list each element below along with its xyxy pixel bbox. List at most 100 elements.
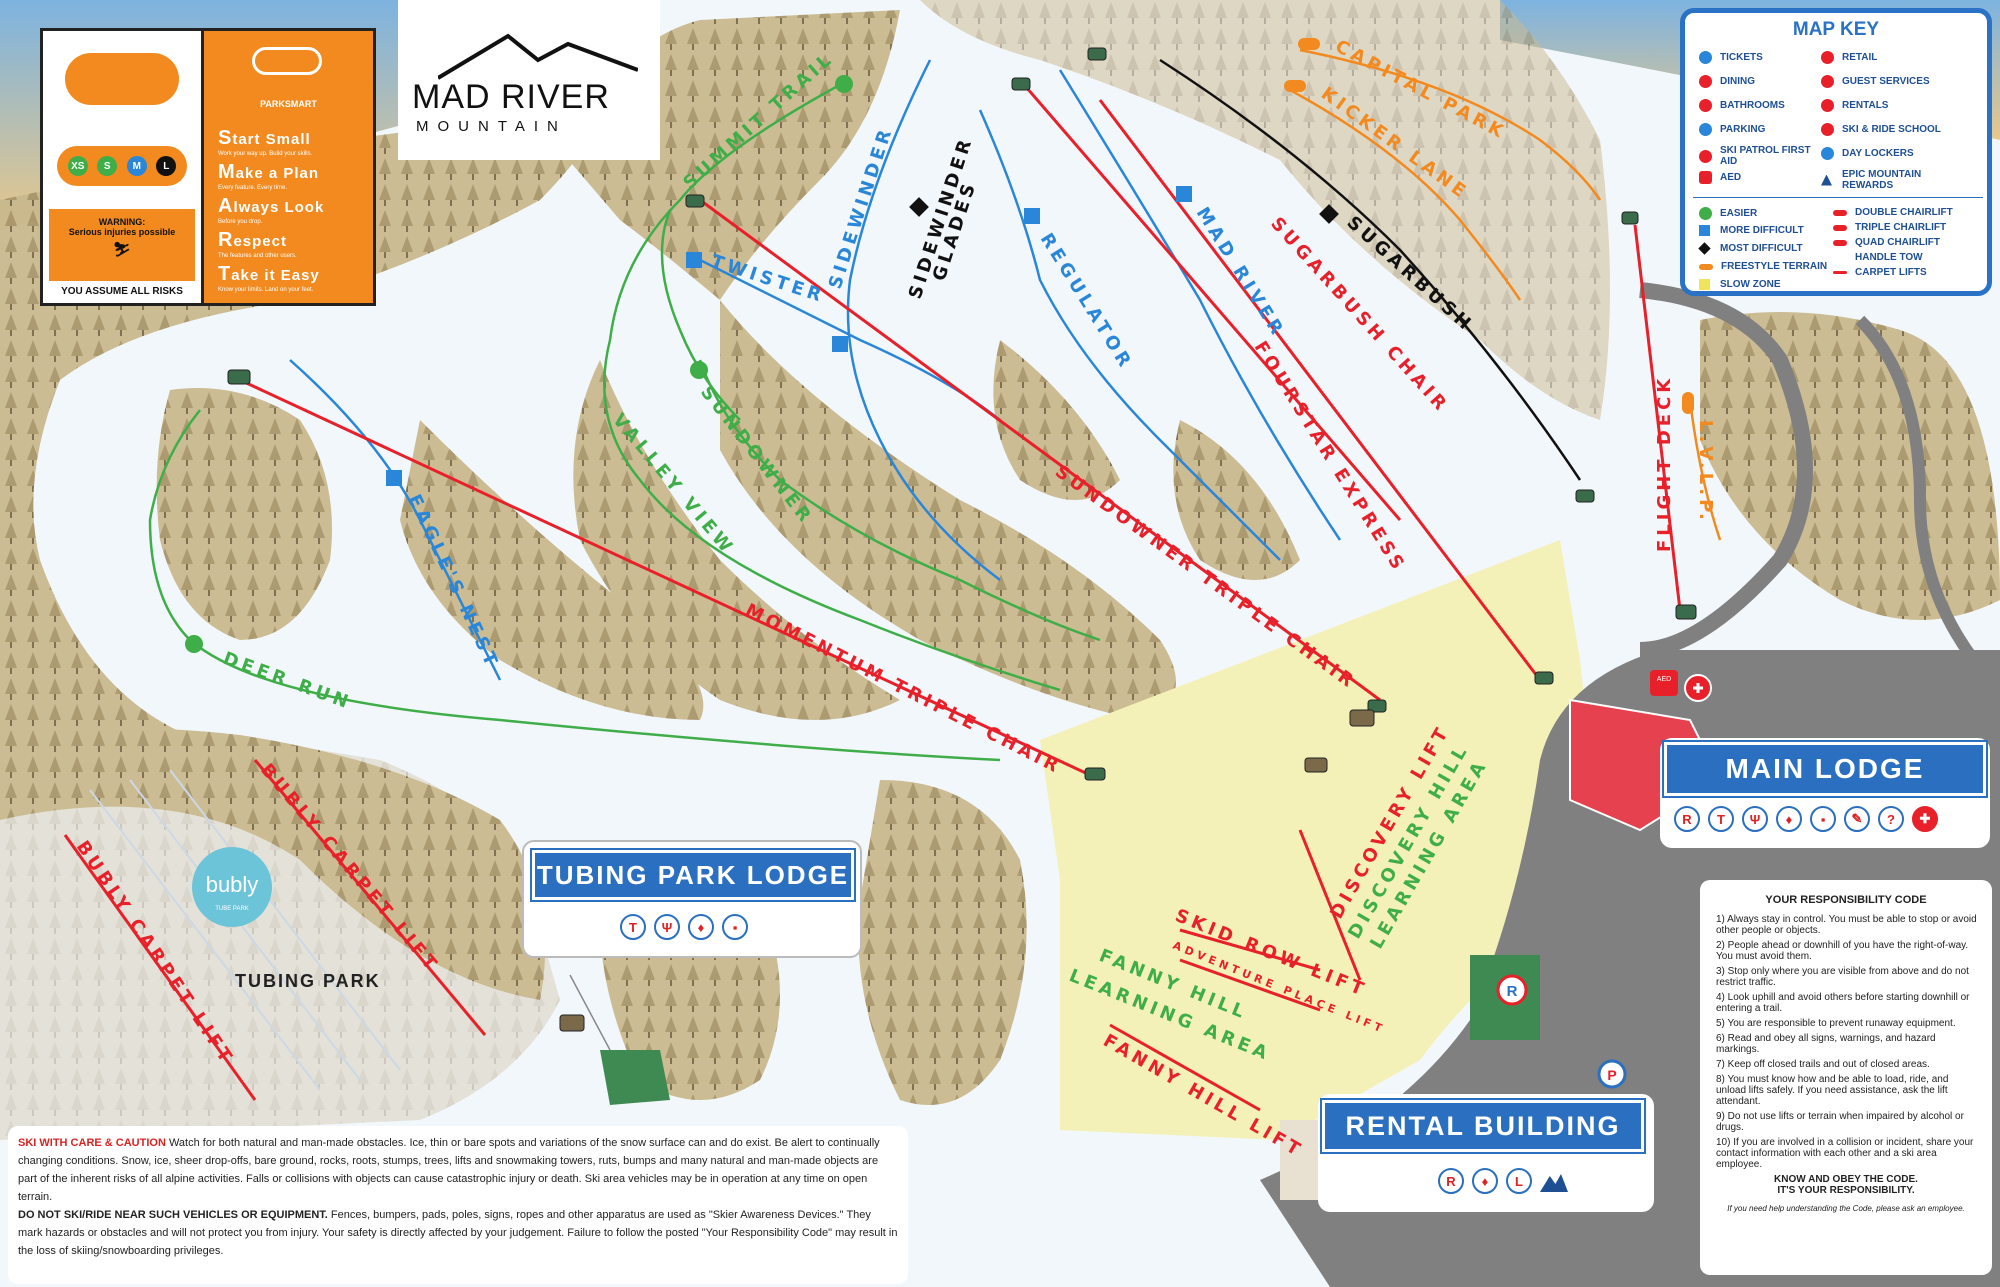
mountain-logo-icon <box>438 33 638 80</box>
tubing-tickets-icon: T <box>620 914 646 940</box>
warning-text: Serious injuries possible <box>68 227 176 237</box>
responsibility-footer-2: IT'S YOUR RESPONSIBILITY. <box>1777 1185 1915 1196</box>
guest-services-icon <box>1821 75 1834 88</box>
label-lvlp: L.V.L.P. <box>1695 420 1716 524</box>
key-retail: RETAIL <box>1821 51 1877 64</box>
size-l-badge: L <box>156 156 177 176</box>
access-road <box>1639 282 1813 658</box>
responsibility-help: If you need help understanding the Code,… <box>1727 1204 1965 1213</box>
rental-amenities: R ♦ L <box>1438 1168 1568 1194</box>
list-item: 4) Look uphill and avoid others before s… <box>1716 992 1970 1014</box>
size-xs-badge: XS <box>67 156 88 176</box>
tubing-lodge-amenities: T Ψ ♦ ▪ <box>620 914 748 940</box>
map-key: MAP KEY TICKETS DINING BATHROOMS PARKING… <box>1680 8 1992 296</box>
most-difficult-icon <box>1698 242 1711 255</box>
caution-paragraph-2: Fences, bumpers, pads, poles, signs, rop… <box>18 1209 898 1257</box>
amenity-tickets-icon: T <box>1708 806 1734 832</box>
brand-name: MAD RIVER <box>412 78 610 116</box>
tubing-bathrooms-icon: ♦ <box>688 914 714 940</box>
quad-chair-icon <box>1833 239 1847 246</box>
list-item: 9) Do not use lifts or terrain when impa… <box>1716 1111 1964 1133</box>
list-item: 1) Always stay in control. You must be a… <box>1716 914 1977 936</box>
triple-chair-icon <box>1833 224 1847 231</box>
tickets-icon <box>1699 51 1712 64</box>
amenity-bathrooms-icon: ♦ <box>1776 806 1802 832</box>
label-tubing-park: TUBING PARK <box>235 971 381 991</box>
responsibility-code: YOUR RESPONSIBILITY CODE 1) Always stay … <box>1700 880 1992 1275</box>
aed-marker-label: AED <box>1657 676 1671 683</box>
mad-river-logo: MAD RIVER MOUNTAIN <box>398 0 660 160</box>
caution-heading-2: DO NOT SKI/RIDE NEAR SUCH VEHICLES OR EQ… <box>18 1209 328 1221</box>
amenity-guest-services-icon: ? <box>1878 806 1904 832</box>
park-smart-left: XS S M L WARNING: Serious injuries possi… <box>43 31 204 303</box>
tubing-dining-icon: Ψ <box>654 914 680 940</box>
key-dining: DINING <box>1699 75 1755 88</box>
assume-risk-text: YOU ASSUME ALL RISKS <box>49 281 195 303</box>
parking-marker-label: P <box>1607 1067 1616 1083</box>
key-ski-ride-school: SKI & RIDE SCHOOL <box>1821 123 1941 136</box>
more-difficult-icon <box>1699 225 1710 236</box>
difficulty-markers <box>185 38 1694 653</box>
key-guest-services: GUEST SERVICES <box>1821 75 1930 88</box>
amenity-ski-school-icon: ✎ <box>1844 806 1870 832</box>
responsibility-list: 1) Always stay in control. You must be a… <box>1700 914 1992 1170</box>
key-aed: AED <box>1699 171 1741 184</box>
goggles-icon <box>252 47 322 75</box>
key-epic-rewards: EPIC MOUNTAIN REWARDS <box>1821 169 1961 191</box>
warning-box: WARNING: Serious injuries possible ⛷ YOU… <box>49 209 195 303</box>
parksmart-badge: PARKSMART <box>260 99 317 109</box>
key-tickets: TICKETS <box>1699 51 1763 64</box>
list-item: 2) People ahead or downhill of you have … <box>1716 940 1969 962</box>
key-parking: PARKING <box>1699 123 1765 136</box>
key-rentals: RENTALS <box>1821 99 1888 112</box>
responsibility-title: YOUR RESPONSIBILITY CODE <box>1765 894 1927 906</box>
rental-marker <box>1496 974 1528 1006</box>
list-item: 8) You must know how and be able to load… <box>1716 1074 1949 1107</box>
rental-marker-label: R <box>1507 983 1518 1000</box>
key-quad-chair: QUAD CHAIRLIFT <box>1833 237 1940 248</box>
black-trail <box>1159 58 1582 481</box>
list-item: 5) You are responsible to prevent runawa… <box>1716 1018 1956 1029</box>
small-building <box>1280 1120 1320 1200</box>
carpet-lift-icon <box>1833 271 1847 274</box>
amenity-dining-icon: Ψ <box>1742 806 1768 832</box>
parking-marker <box>1597 1059 1627 1089</box>
slow-zone-icon <box>1699 279 1710 290</box>
epic-mountain-icon <box>1821 174 1832 186</box>
list-item: 3) Stop only where you are visible from … <box>1716 966 1969 988</box>
bathrooms-icon <box>1699 99 1712 112</box>
rental-building-title: RENTAL BUILDING <box>1322 1100 1644 1152</box>
key-freestyle: FREESTYLE TERRAIN <box>1699 261 1827 272</box>
rental-bathrooms-icon: ♦ <box>1472 1168 1498 1194</box>
list-item: 7) Keep off closed trails and out of clo… <box>1716 1059 1930 1070</box>
warning-title: WARNING: <box>98 217 146 227</box>
key-day-lockers: DAY LOCKERS <box>1821 147 1914 160</box>
amenity-first-aid-icon: ✚ <box>1912 806 1938 832</box>
park-size-badges: XS S M L <box>57 146 187 186</box>
key-handle-tow: HANDLE TOW <box>1833 252 1923 263</box>
label-flight-deck: FLIGHT DECK <box>1654 375 1675 552</box>
bubly-logo <box>192 847 272 927</box>
lift-lines <box>63 79 1682 1112</box>
main-lodge-sign: MAIN LODGE R T Ψ ♦ ▪ ✎ ? ✚ <box>1660 738 1990 848</box>
map-key-title: MAP KEY <box>1792 19 1880 40</box>
responsibility-footer-1: KNOW AND OBEY THE CODE. <box>1774 1174 1918 1185</box>
size-s-badge: S <box>97 156 118 176</box>
parking-icon <box>1699 123 1712 136</box>
key-triple-chair: TRIPLE CHAIRLIFT <box>1833 222 1946 233</box>
retail-icon <box>1821 51 1834 64</box>
list-item: 10) If you are involved in a collision o… <box>1716 1137 1974 1170</box>
key-more-difficult: MORE DIFFICULT <box>1699 225 1804 236</box>
key-divider <box>1693 197 1983 198</box>
handle-tow-icon <box>1833 255 1847 261</box>
brand-sub: MOUNTAIN <box>416 118 567 135</box>
tubing-lodge-title: TUBING PARK LODGE <box>532 850 854 900</box>
freestyle-icon <box>1699 263 1713 270</box>
lockers-icon <box>1821 147 1834 160</box>
ski-school-icon <box>1821 123 1834 136</box>
caution-notice: SKI WITH CARE & CAUTION Watch for both n… <box>8 1126 908 1284</box>
